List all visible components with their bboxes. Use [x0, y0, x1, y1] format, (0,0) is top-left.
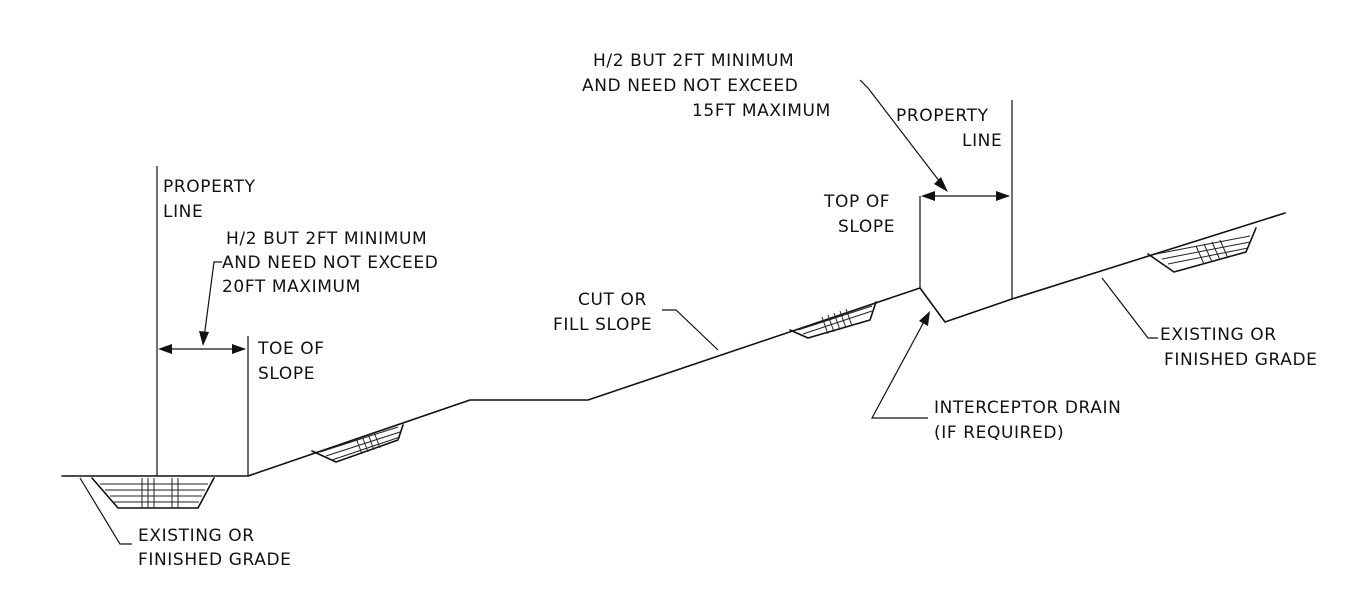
interceptor-drain-notch — [919, 287, 1013, 323]
leader-interceptor-drain — [870, 311, 930, 419]
property-line-left-label: PROPERTY LINE — [163, 177, 262, 222]
ground-profile-right — [1011, 212, 1286, 300]
ground-hatch-slope-1 — [311, 424, 404, 463]
leader-cut-fill — [662, 309, 719, 351]
leader-setback-left — [199, 261, 222, 346]
ground-hatch-right — [1147, 227, 1257, 273]
setback-right-label: H/2 BUT 2FT MINIMUM AND NEED NOT EXCEED … — [582, 51, 831, 121]
property-line-right-label: PROPERTY LINE — [896, 106, 1002, 151]
toe-of-slope-label: TOE OF SLOPE — [257, 339, 331, 384]
setback-dimension-right — [921, 191, 1010, 201]
existing-grade-right-label: EXISTING OR FINISHED GRADE — [1160, 325, 1318, 370]
top-of-slope-label: TOP OF SLOPE — [823, 192, 896, 237]
existing-grade-left-label: EXISTING OR FINISHED GRADE — [138, 526, 292, 570]
setback-dimension-left — [158, 344, 246, 354]
cut-or-fill-slope-label: CUT OR FILL SLOPE — [553, 290, 653, 335]
leader-setback-right — [859, 79, 948, 192]
ground-hatch-left — [91, 477, 215, 509]
ground-profile-left — [61, 287, 921, 477]
ground-hatch-slope-2 — [789, 301, 877, 339]
interceptor-drain-label: INTERCEPTOR DRAIN (IF REQUIRED) — [934, 398, 1127, 443]
leader-existing-grade-right — [1101, 277, 1158, 339]
setback-left-label: H/2 BUT 2FT MINIMUM AND NEED NOT EXCEED … — [222, 229, 444, 297]
leader-existing-grade-left — [79, 477, 132, 545]
